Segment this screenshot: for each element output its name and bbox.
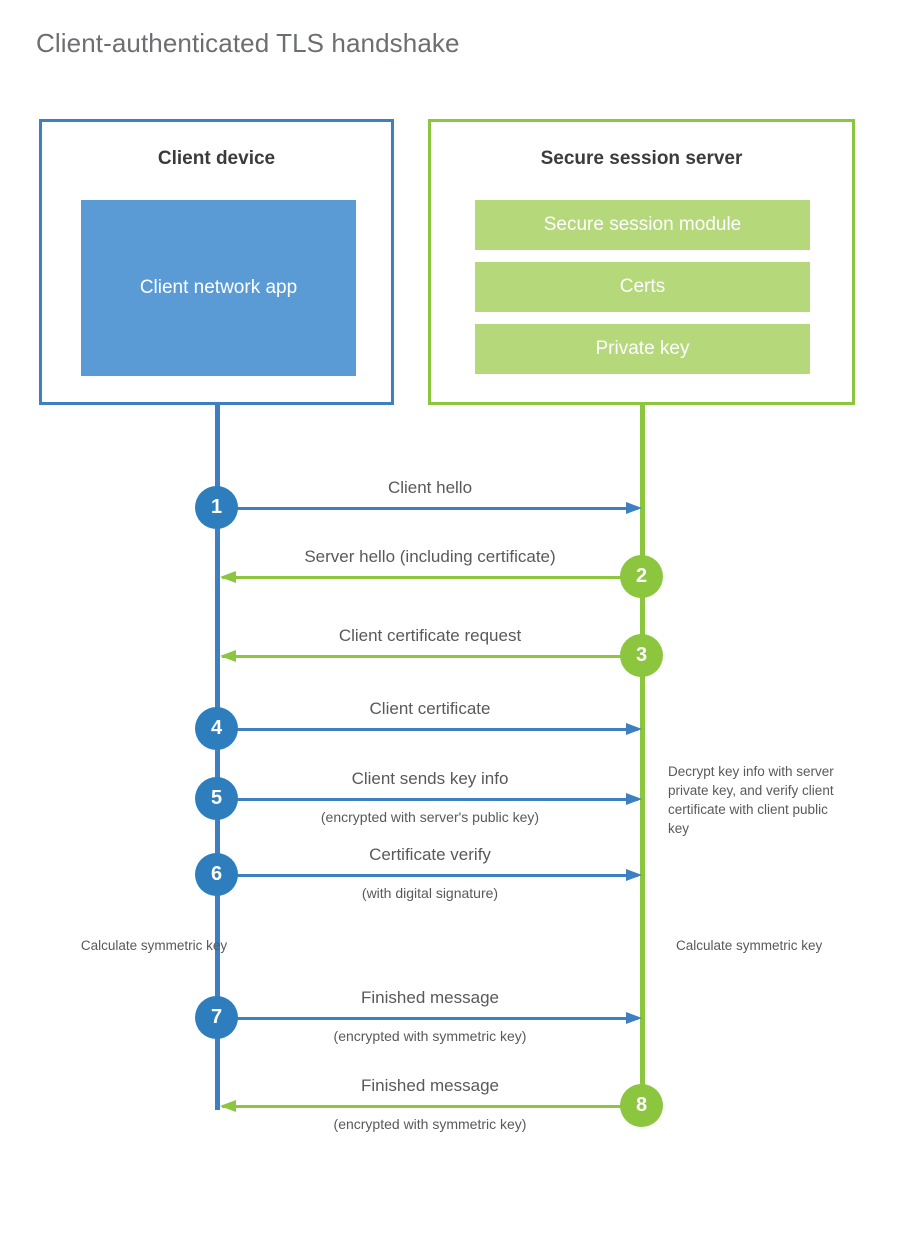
- arrow-right-icon: [626, 1012, 642, 1024]
- arrow-line-to-server: [220, 1017, 638, 1020]
- arrow-right-icon: [626, 793, 642, 805]
- server-decrypt-annotation: Decrypt key info with server private key…: [668, 764, 834, 837]
- message-label: Certificate verify: [369, 845, 491, 864]
- step-number-circle-6: 6: [195, 853, 238, 896]
- arrow-line-to-client: [222, 655, 640, 658]
- arrow-left-icon: [220, 571, 236, 583]
- server-calculate-symmetric-key-annotation: Calculate symmetric key: [676, 938, 823, 953]
- client-device-title: Client device: [157, 148, 276, 169]
- step-number-circle-1: 1: [195, 486, 238, 529]
- step-number-circle-5: 5: [195, 777, 238, 820]
- message-label: Finished message: [361, 988, 499, 1007]
- arrow-left-icon: [220, 650, 236, 662]
- secure-session-server-title: Secure session server: [540, 148, 743, 169]
- client-device-box: Client device Client network app: [39, 119, 394, 405]
- page-title: Client-authenticated TLS handshake: [36, 28, 460, 58]
- step-number-circle-2: 2: [620, 555, 663, 598]
- message-sublabel: (encrypted with symmetric key): [333, 1116, 527, 1132]
- server-component-private-key: Private key: [475, 324, 810, 374]
- arrow-line-to-server: [220, 507, 638, 510]
- arrow-line-to-server: [220, 728, 638, 731]
- step-number-circle-8: 8: [620, 1084, 663, 1127]
- step-number-circle-3: 3: [620, 634, 663, 677]
- server-component-secure-session-module: Secure session module: [475, 200, 810, 250]
- message-sublabel: (encrypted with symmetric key): [333, 1028, 527, 1044]
- server-lifeline: [640, 402, 645, 1107]
- arrow-line-to-client: [222, 576, 640, 579]
- message-sublabel: (encrypted with server's public key): [320, 809, 540, 825]
- client-network-app-block: Client network app: [81, 200, 356, 376]
- arrow-right-icon: [626, 869, 642, 881]
- step-number-circle-4: 4: [195, 707, 238, 750]
- client-calculate-symmetric-key-annotation: Calculate symmetric key: [80, 938, 228, 953]
- message-label: Client hello: [387, 478, 473, 497]
- arrow-right-icon: [626, 502, 642, 514]
- arrow-left-icon: [220, 1100, 236, 1112]
- client-lifeline: [215, 402, 220, 1110]
- server-component-certs: Certs: [475, 262, 810, 312]
- arrow-right-icon: [626, 723, 642, 735]
- arrow-line-to-server: [220, 798, 638, 801]
- message-label: Client certificate request: [338, 626, 522, 645]
- message-label: Server hello (including certificate): [304, 547, 556, 566]
- secure-session-server-box: Secure session server Secure session mod…: [428, 119, 855, 405]
- arrow-line-to-client: [222, 1105, 640, 1108]
- message-label: Client certificate: [369, 699, 491, 718]
- step-number-circle-7: 7: [195, 996, 238, 1039]
- arrow-line-to-server: [220, 874, 638, 877]
- message-label: Finished message: [361, 1076, 499, 1095]
- message-label: Client sends key info: [351, 769, 509, 788]
- message-sublabel: (with digital signature): [361, 885, 499, 901]
